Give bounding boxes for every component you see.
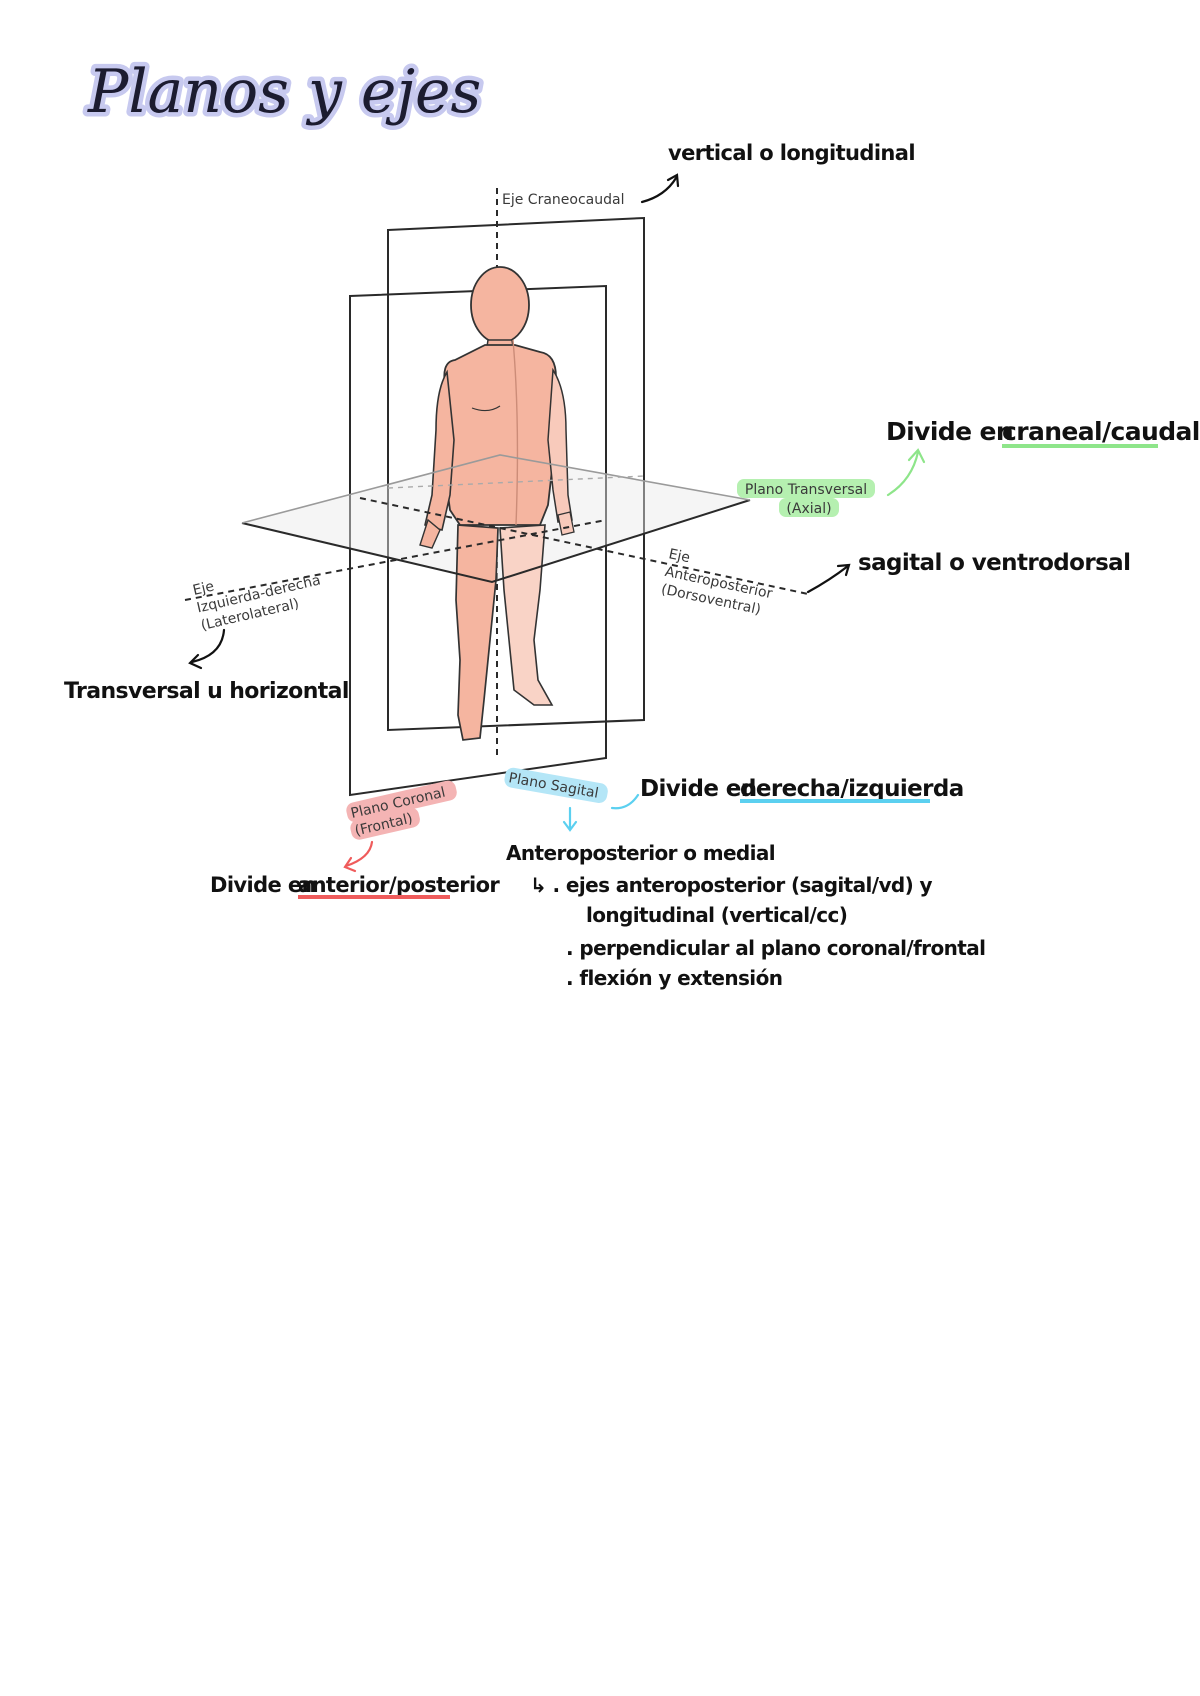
- arrow-coronal: [344, 840, 374, 868]
- svg-text:. perpendicular al plano coron: . perpendicular al plano coronal/frontal: [566, 936, 985, 960]
- svg-text:Eje: Eje: [667, 546, 691, 566]
- arrow-sagital-right: [610, 793, 640, 810]
- svg-text:derecha/izquierda: derecha/izquierda: [740, 776, 964, 802]
- svg-text:(Axial): (Axial): [786, 501, 831, 517]
- human-body-figure: [419, 266, 575, 741]
- svg-text:craneal/caudal: craneal/caudal: [1002, 417, 1200, 446]
- svg-text:Plano Transversal: Plano Transversal: [745, 482, 867, 498]
- transversal-plane-back-edge: [241, 454, 751, 524]
- note-sagital-bullets: ↳ . ejes anteroposterior (sagital/vd) y …: [530, 873, 986, 990]
- arrow-izquierda-derecha: [190, 628, 226, 664]
- plano-coronal-label: Plano Coronal (Frontal): [346, 780, 457, 840]
- arrow-transversal: [886, 450, 920, 497]
- note-divide-derecha-izquierda: Divide en derecha/izquierda: [640, 776, 964, 803]
- izquierda-derecha-axis: [184, 519, 607, 601]
- svg-text:Eje: Eje: [191, 579, 215, 599]
- svg-text:anterior/posterior: anterior/posterior: [298, 873, 500, 897]
- svg-text:longitudinal (vertical/cc): longitudinal (vertical/cc): [586, 903, 847, 927]
- svg-text:Divide en: Divide en: [210, 873, 316, 897]
- plano-sagital-label: Plano Sagital: [504, 767, 608, 804]
- craneocaudal-axis-label: Eje Craneocaudal: [502, 192, 624, 208]
- arrow-anteroposterior: [806, 564, 850, 594]
- transversal-plane-front-edge: [241, 499, 751, 584]
- arrow-vertical: [640, 176, 678, 204]
- svg-text:↳ . ejes anteroposterior (sagi: ↳ . ejes anteroposterior (sagital/vd) y: [530, 873, 933, 897]
- note-transversal-horizontal: Transversal u horizontal: [64, 679, 349, 704]
- sagital-plane: [387, 216, 645, 732]
- svg-text:. flexión y extensión: . flexión y extensión: [566, 966, 782, 990]
- note-anteroposterior-medial: Anteroposterior o medial: [506, 841, 775, 865]
- izquierda-derecha-axis-label: Eje Izquierda-derecha (Laterolateral): [191, 572, 322, 634]
- note-divide-craneal-caudal: Divide en craneal/caudal: [886, 417, 1200, 448]
- note-sagital-ventrodorsal: sagital o ventrodorsal: [858, 550, 1130, 576]
- note-divide-anterior-posterior: Divide en anterior/posterior: [210, 873, 501, 899]
- anteroposterior-axis-label: Eje Anteroposterior (Dorsoventral): [660, 546, 774, 618]
- page-title: Planos y ejes: [87, 57, 481, 127]
- svg-text:Divide en: Divide en: [640, 776, 757, 802]
- plano-transversal-label: Plano Transversal (Axial): [737, 479, 875, 517]
- svg-text:Divide en: Divide en: [886, 417, 1013, 446]
- note-vertical-longitudinal: vertical o longitudinal: [668, 141, 915, 165]
